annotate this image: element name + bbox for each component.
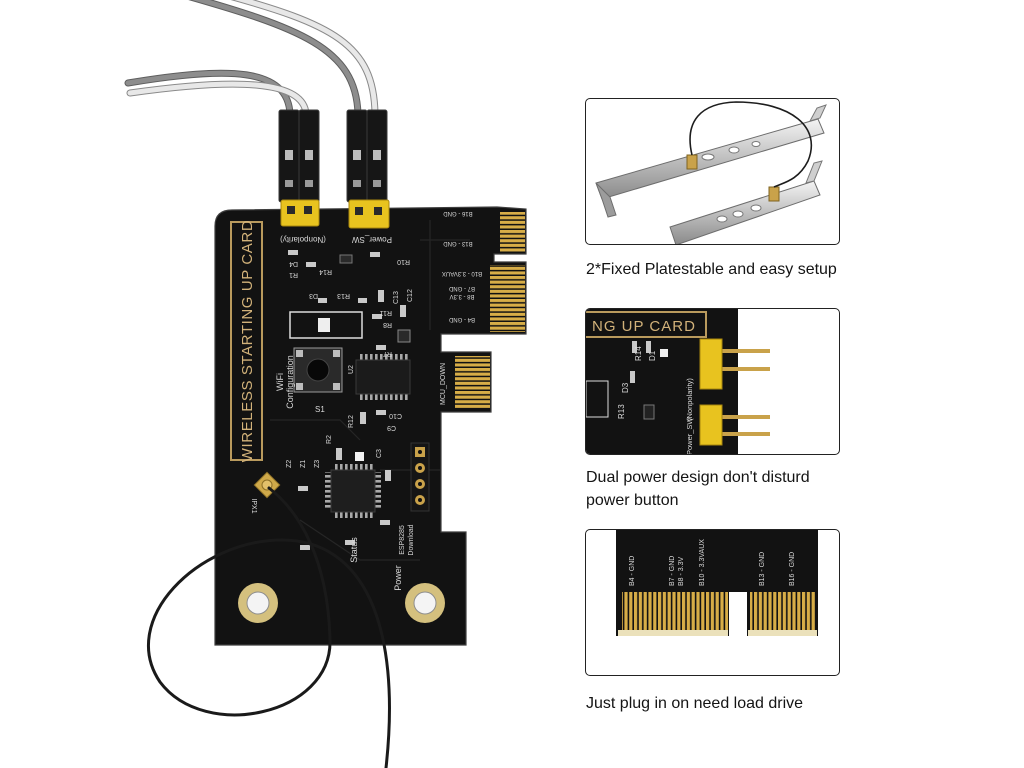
pcb-board <box>214 206 527 646</box>
full-height-bracket <box>595 104 827 218</box>
power-header-lower <box>699 404 770 446</box>
designator: D4 <box>289 260 298 267</box>
board-edge <box>748 630 817 636</box>
mcu-down-label: MCU_DOWN <box>440 363 447 405</box>
bracket-photo <box>595 101 827 244</box>
smd-components <box>288 250 411 550</box>
designator: R12 <box>348 415 355 428</box>
pcb-traces <box>270 220 470 561</box>
board-edge <box>618 630 728 636</box>
pin-label: B10 - 3.3VAUX <box>699 539 706 586</box>
designator: Z1 <box>300 460 307 468</box>
power-header-left <box>280 199 320 227</box>
designator: C13 <box>393 291 400 304</box>
caption-dual-power-line2: power button <box>586 492 679 509</box>
pin-label: B4 - GND <box>629 556 636 586</box>
designator: C9 <box>387 424 396 431</box>
designator: R7 <box>383 350 392 357</box>
bracket-photo-panel <box>585 98 840 245</box>
antenna-port-label: IPX1 <box>250 498 257 513</box>
designator: C3 <box>376 449 383 458</box>
wifi-label: WiFi <box>275 373 285 391</box>
gold-fingers-lower <box>490 265 525 332</box>
status-led <box>355 452 364 461</box>
power-header-closeup: NG UP CARD (Nonpolarity) Power_SW R14 D1… <box>586 309 770 455</box>
download-pin-header <box>410 442 430 512</box>
switch-id-label: S1 <box>315 405 325 414</box>
status-label: Status <box>349 537 359 563</box>
mounting-hole-left <box>238 583 278 623</box>
designator: R1 <box>289 271 298 278</box>
power-header-closeup-panel: NG UP CARD (Nonpolarity) Power_SW R14 D1… <box>585 308 840 455</box>
pin-label: B4 - GND <box>448 316 475 322</box>
gold-fingers-left <box>622 592 728 632</box>
configuration-label: Configuration <box>285 355 295 409</box>
gold-fingers-right <box>750 592 816 632</box>
designator: D1 <box>648 350 657 361</box>
designator: C12 <box>407 289 414 302</box>
jumper-connector-right <box>346 109 388 203</box>
gold-fingers-closeup-panel: B4 - GND B7 - GND B8 - 3.3V B10 - 3.3VAU… <box>585 529 840 676</box>
esp-chip-label: ESP8285 <box>399 525 406 555</box>
board-title: WIRELESS STARTING UP CARD <box>239 220 256 463</box>
designator: R11 <box>380 309 392 316</box>
smd-components <box>586 341 668 420</box>
esp8285-chip <box>325 464 381 518</box>
designator: R13 <box>617 404 626 419</box>
download-label: Download <box>408 524 415 555</box>
jumper-wires <box>124 0 379 118</box>
gold-fingers-upper <box>500 212 525 252</box>
pin-label: B7 - GND <box>669 556 676 586</box>
designator: R14 <box>319 268 332 275</box>
power-sw-label: Power_SW <box>685 417 694 455</box>
pin-label: B7 - GND <box>448 285 475 291</box>
designator: D3 <box>621 382 630 393</box>
pin-label: B8 - 3.3V <box>449 293 474 299</box>
power-header-upper <box>699 338 770 390</box>
jumper-connector-left <box>278 109 320 203</box>
caption-plug-in: Just plug in on need load drive <box>586 695 804 712</box>
designator: R2 <box>326 435 333 444</box>
power-sw-label: Power_SW <box>352 235 392 244</box>
pin-label: B10 - 3.3VAUX <box>442 270 482 276</box>
pin-label: B16 - GND <box>789 552 796 586</box>
component-designators: D4 R1 R14 R10 D3 R13 C13 C12 R11 R8 R7 U… <box>286 258 414 468</box>
nonpolarity-label: (Nonpolarity) <box>685 378 694 421</box>
bracket-antenna-cable <box>689 101 813 188</box>
designator: R10 <box>397 258 410 265</box>
power-header-right <box>348 199 390 229</box>
designator: R14 <box>634 346 643 361</box>
switch-outline <box>289 311 363 339</box>
designator: Z3 <box>314 460 321 468</box>
gold-fingers-closeup: B4 - GND B7 - GND B8 - 3.3V B10 - 3.3VAU… <box>616 530 818 636</box>
pcie-pin-labels: B4 - GND B7 - GND B8 - 3.3V B10 - 3.3VAU… <box>629 539 796 586</box>
title-frame <box>230 221 263 461</box>
title-frame <box>586 311 707 338</box>
power-label: Power <box>393 565 403 591</box>
low-profile-bracket <box>669 160 823 244</box>
pin-label: B16 - GND <box>443 210 473 216</box>
designator: R8 <box>383 321 392 328</box>
designator: D3 <box>309 292 318 299</box>
caption-bracket: 2*Fixed Platestable and easy setup <box>586 261 837 278</box>
board-title-partial: NG UP CARD <box>592 318 696 335</box>
designator: R13 <box>337 292 350 299</box>
pin-label: B8 - 3.3V <box>678 556 685 586</box>
pcie-pin-labels: B16 - GND B13 - GND B10 - 3.3VAUX B7 - G… <box>442 210 482 322</box>
nonpolarity-label: (Nonpolarity) <box>280 235 326 244</box>
pin-label: B13 - GND <box>759 552 766 586</box>
antenna-cable <box>147 486 391 768</box>
designator: C10 <box>389 412 402 419</box>
mounting-hole-right <box>405 583 445 623</box>
designator: U2 <box>348 365 355 374</box>
pcie-card-photo: WIRELESS STARTING UP CARD (Nonpolarity) … <box>124 0 527 768</box>
caption-dual-power-line1: Dual power design don't disturd <box>586 469 810 486</box>
designator: Z2 <box>286 460 293 468</box>
wifi-config-button <box>293 347 343 393</box>
pin-label: B13 - GND <box>443 240 473 246</box>
u2-chip <box>355 354 411 400</box>
gold-fingers-mcu <box>455 356 490 409</box>
